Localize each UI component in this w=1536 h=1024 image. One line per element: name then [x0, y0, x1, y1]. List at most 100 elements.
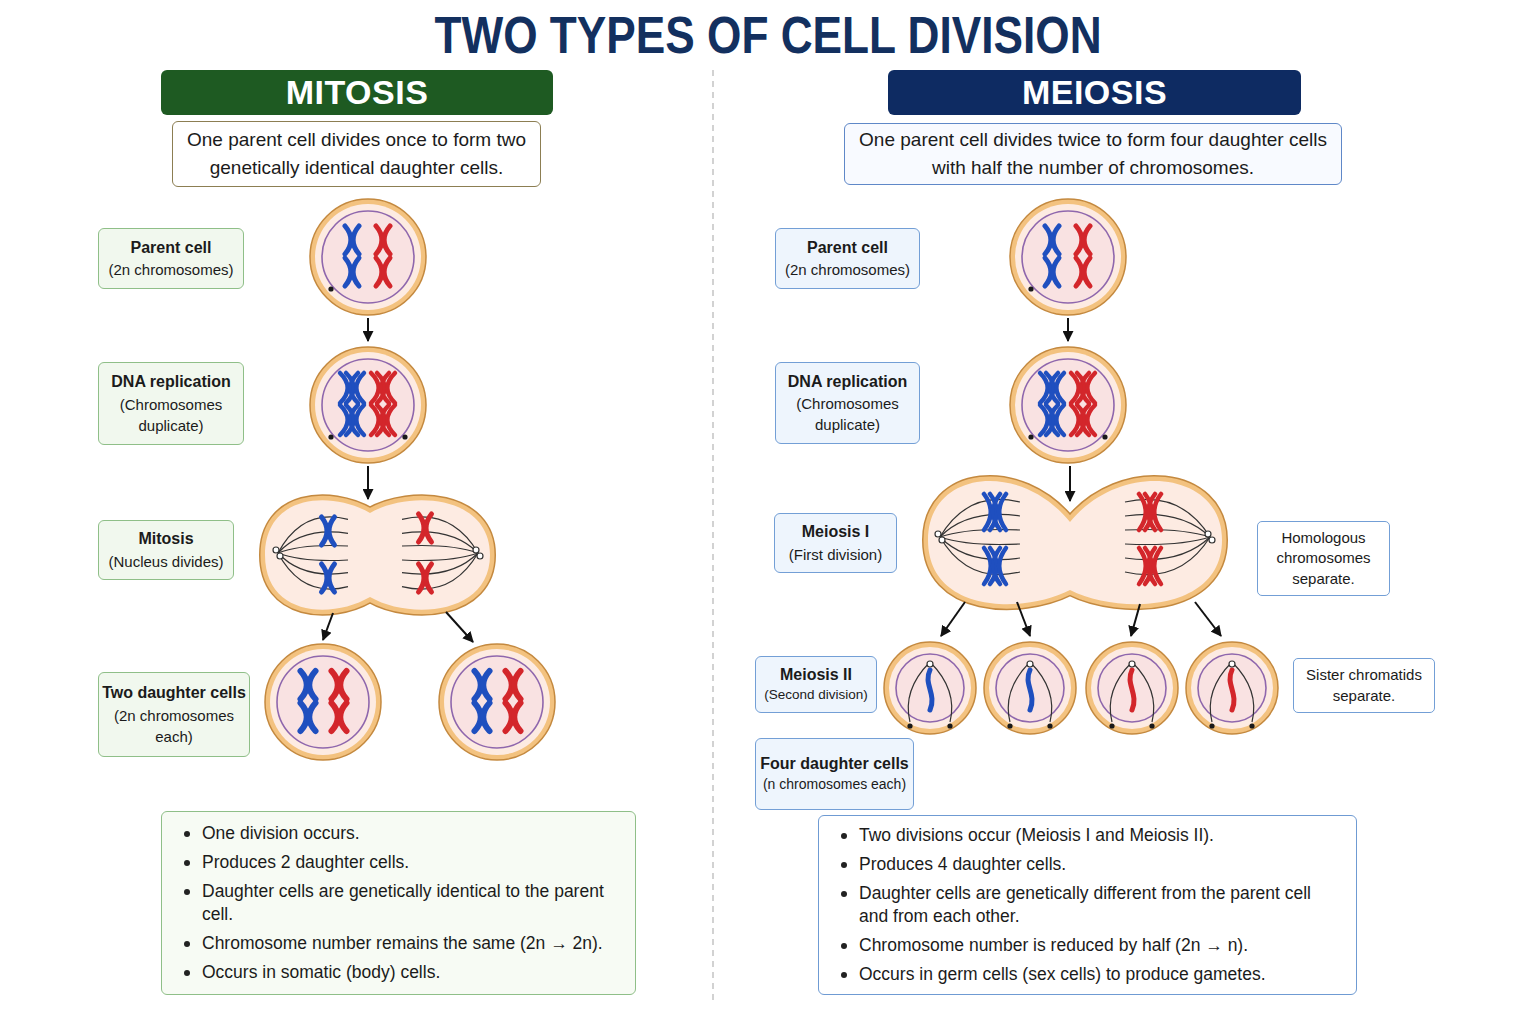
chromatid — [301, 671, 307, 699]
nucleus-envelope — [451, 656, 543, 748]
chromatid — [1139, 548, 1146, 584]
spindle-fiber — [278, 553, 348, 589]
centrosome — [328, 434, 333, 439]
node-body: (Chromosomes duplicate) — [102, 394, 240, 436]
spindle-fiber — [1125, 537, 1210, 575]
chromatid — [384, 258, 390, 286]
step-label: DNA replication(Chromosomes duplicate) — [775, 362, 920, 444]
bullet-item: Occurs in somatic (body) cells. — [180, 961, 440, 984]
description-box: One parent cell divides twice to form fo… — [844, 123, 1342, 185]
chromatid — [928, 670, 932, 710]
cell-membrane — [265, 500, 490, 609]
bullet-item: Chromosome number is reduced by half (2n… — [837, 934, 1248, 957]
bullet-dot — [184, 860, 190, 866]
chromatid — [1071, 405, 1079, 435]
chromatid — [1076, 226, 1082, 254]
flow-arrow — [446, 612, 473, 642]
dividing-cell — [928, 481, 1222, 604]
chromatid — [1046, 405, 1054, 435]
cell-membrane — [1010, 199, 1126, 315]
node-body: (Nucleus divides) — [108, 551, 223, 572]
bullet-dot — [184, 970, 190, 976]
bullet-text: Chromosome number is reduced by half (2n… — [859, 934, 1248, 957]
cell-illustration — [439, 644, 555, 760]
centromere — [1027, 661, 1033, 667]
chromatid — [387, 373, 395, 403]
chromatid — [322, 517, 328, 545]
bullet-item: Produces 2 daughter cells. — [180, 851, 409, 874]
flow-arrow — [1131, 604, 1140, 636]
cell-membrane — [984, 642, 1076, 734]
bullet-dot — [841, 862, 847, 868]
bullet-dot — [184, 831, 190, 837]
node-heading: DNA replication — [788, 371, 907, 393]
centrosome — [907, 723, 912, 728]
step-label: Meiosis I(First division) — [774, 513, 897, 573]
step-label: Parent cell(2n chromosomes) — [98, 228, 244, 289]
chromatid — [426, 514, 432, 542]
chromatid — [340, 405, 348, 435]
chromatid — [419, 514, 425, 542]
nucleus-envelope — [996, 654, 1064, 722]
chromatid — [1045, 226, 1051, 254]
chromatid — [309, 703, 315, 731]
chromatid — [1053, 258, 1059, 286]
nucleus-envelope — [1098, 654, 1166, 722]
bullet-dot — [841, 943, 847, 949]
node-heading: Four daughter cells — [760, 753, 908, 775]
bullet-item: One division occurs. — [180, 822, 360, 845]
spindle-fiber — [278, 545, 348, 553]
step-label: Meiosis II(Second division) — [755, 656, 877, 713]
spindle-fiber — [402, 532, 478, 553]
bullet-text: Chromosome number remains the same (2n →… — [202, 932, 603, 955]
chromatid — [1230, 670, 1234, 710]
spindle-fiber — [402, 553, 478, 589]
centromere — [927, 661, 933, 667]
cell-membrane — [1010, 347, 1126, 463]
chromatid — [301, 703, 307, 731]
chromatid — [1040, 373, 1048, 403]
chromatid — [1145, 548, 1152, 584]
chromatid — [1046, 373, 1054, 403]
cytoplasm — [889, 647, 971, 729]
node-heading: Meiosis II — [780, 664, 852, 686]
cytoplasm — [270, 649, 376, 755]
centriole — [273, 547, 279, 553]
centriole — [473, 547, 479, 553]
nucleus-envelope — [1022, 211, 1114, 303]
cytoplasm — [315, 352, 421, 458]
chromatid — [1087, 405, 1095, 435]
centrosome — [328, 286, 333, 291]
centrosome — [1047, 723, 1052, 728]
step-label: Parent cell(2n chromosomes) — [775, 228, 920, 289]
chromatid — [1084, 258, 1090, 286]
callout-note: Sister chromatids separate. — [1293, 658, 1435, 713]
chromatid — [1056, 405, 1064, 435]
flow-arrow — [323, 613, 333, 640]
node-heading: Sister chromatids separate. — [1302, 665, 1426, 706]
bullet-item: Chromosome number remains the same (2n →… — [180, 932, 603, 955]
chromatid — [475, 703, 481, 731]
chromatid — [1045, 258, 1051, 286]
chromatid — [984, 494, 991, 530]
cell-membrane — [310, 347, 426, 463]
node-heading: Mitosis — [138, 528, 193, 550]
chromatid — [514, 703, 520, 731]
bullet-item: Daughter cells are genetically different… — [837, 882, 1338, 928]
chromatid — [329, 564, 335, 592]
cell-membrane — [884, 642, 976, 734]
bullet-item: Daughter cells are genetically identical… — [180, 880, 617, 926]
centrosome — [1109, 723, 1114, 728]
section-header: MEIOSIS — [888, 70, 1301, 115]
cell-membrane — [1086, 642, 1178, 734]
chromatid — [475, 671, 481, 699]
cell-membrane — [439, 644, 555, 760]
step-label: Mitosis(Nucleus divides) — [98, 520, 234, 580]
node-body: (2n chromosomes each) — [102, 705, 246, 747]
chromatid — [371, 405, 379, 435]
bullet-text: Daughter cells are genetically identical… — [202, 880, 617, 926]
chromatid — [990, 548, 997, 584]
cytoplasm — [989, 647, 1071, 729]
flow-arrow — [367, 318, 369, 341]
